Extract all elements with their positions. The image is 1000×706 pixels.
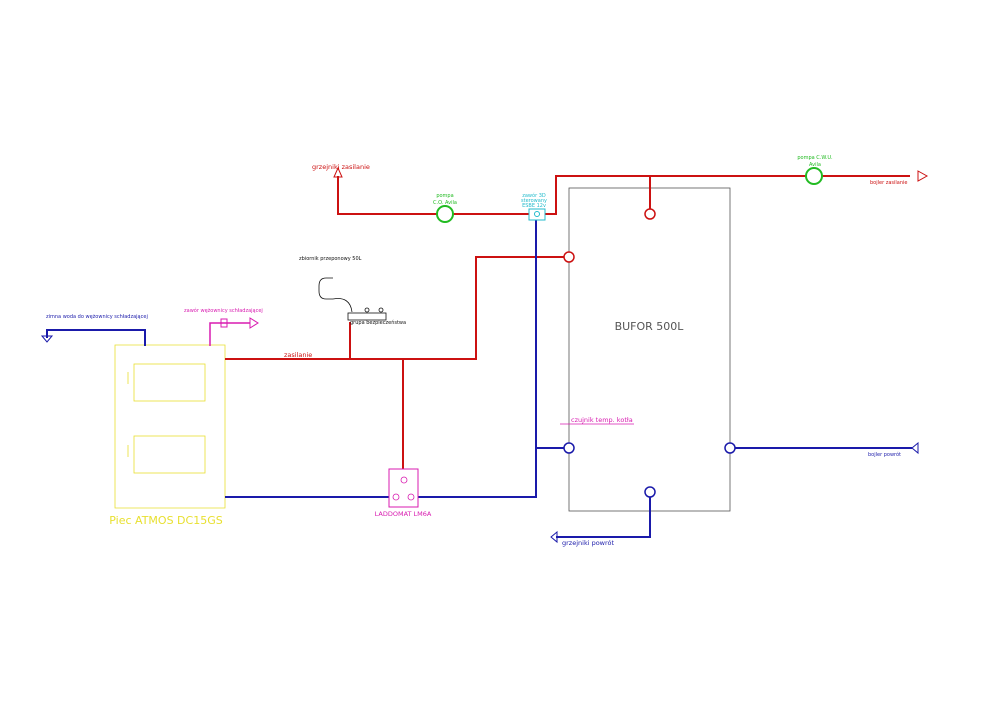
three-way-valve bbox=[528, 208, 546, 221]
cooling-valve-body bbox=[220, 318, 228, 328]
safety-gauge bbox=[378, 307, 384, 313]
safety-valve bbox=[364, 307, 370, 313]
pump-co bbox=[436, 205, 454, 223]
label-valve-1: zawór 3D bbox=[522, 192, 546, 199]
valve-body bbox=[528, 208, 546, 221]
pipe-cold-water bbox=[46, 329, 146, 346]
label-pump-co-2: C.O. Avila bbox=[433, 200, 457, 206]
arrow-cooling bbox=[249, 317, 259, 329]
label-valve-3: ESBE 12v bbox=[522, 203, 546, 209]
pipe-radiator-return bbox=[556, 492, 651, 538]
cooling-pipe bbox=[209, 322, 250, 346]
arrow-cold-water bbox=[40, 335, 54, 343]
port-tank-supply bbox=[563, 251, 575, 263]
boiler-outline bbox=[114, 344, 226, 509]
return-pipes bbox=[46, 220, 912, 538]
safety-group bbox=[347, 312, 387, 321]
label-radiator-return: grzejniki powrót bbox=[562, 539, 615, 547]
sensor-label: czujnik temp. kotła bbox=[571, 416, 633, 424]
laddomat-body bbox=[388, 468, 419, 508]
label-radiator-supply: grzejniki zasilanie bbox=[312, 163, 370, 171]
laddomat bbox=[388, 468, 419, 508]
pipe-laddomat-return bbox=[417, 220, 537, 498]
label-supply: zasilanie bbox=[284, 351, 312, 359]
buffer-tank bbox=[568, 187, 731, 512]
port-tank-bottom bbox=[644, 486, 656, 498]
boiler-door-lower bbox=[133, 435, 206, 474]
label-cold-water: zimna woda do wężownicy schładzającej bbox=[46, 314, 148, 320]
label-boiler-supply: bojler zasilanie bbox=[870, 180, 908, 186]
port-tank-return bbox=[563, 442, 575, 454]
cooling-valve-label: zawór wężownicy schładzającej bbox=[184, 307, 263, 314]
laddomat-label: LADDOMAT LM6A bbox=[375, 510, 432, 518]
supply-pipes bbox=[225, 175, 910, 469]
arrow-radiator-return bbox=[550, 530, 558, 544]
valve-core bbox=[534, 211, 540, 217]
laddomat-port bbox=[400, 476, 408, 484]
buffer-tank-label: BUFOR 500L bbox=[615, 320, 685, 333]
arrow-boiler-return bbox=[911, 441, 919, 455]
laddomat-port bbox=[392, 493, 400, 501]
expansion-vessel bbox=[318, 277, 333, 300]
safety-group-label: grupa bezpieczeństwa bbox=[350, 319, 406, 326]
boiler bbox=[114, 344, 226, 509]
boiler-label: Piec ATMOS DC15GS bbox=[109, 514, 222, 527]
pipe-radiator-supply bbox=[337, 176, 529, 215]
pipe-boiler-supply bbox=[225, 256, 569, 360]
label-valve-2: sterowany bbox=[521, 198, 547, 204]
expansion-link bbox=[332, 298, 353, 313]
boiler-door-upper bbox=[133, 363, 206, 402]
port-tank-top bbox=[644, 208, 656, 220]
pipe-tank-top bbox=[545, 175, 910, 215]
laddomat-port bbox=[407, 493, 415, 501]
expansion-tank bbox=[318, 277, 387, 321]
arrow-radiator-supply bbox=[333, 166, 343, 178]
label-pump-cwu-1: pompa C.W.U. bbox=[797, 155, 833, 161]
label-pump-cwu-2: Avila bbox=[809, 162, 821, 168]
label-boiler-return: bojler powrót bbox=[868, 451, 901, 458]
pump-cwu bbox=[805, 167, 823, 185]
arrow-boiler-supply bbox=[917, 170, 929, 182]
cooling-valve bbox=[209, 317, 259, 346]
port-tank-boiler-return bbox=[724, 442, 736, 454]
expansion-tank-label: zbiornik przeponowy 50L bbox=[299, 256, 362, 262]
label-pump-co-1: pompa bbox=[436, 193, 453, 199]
